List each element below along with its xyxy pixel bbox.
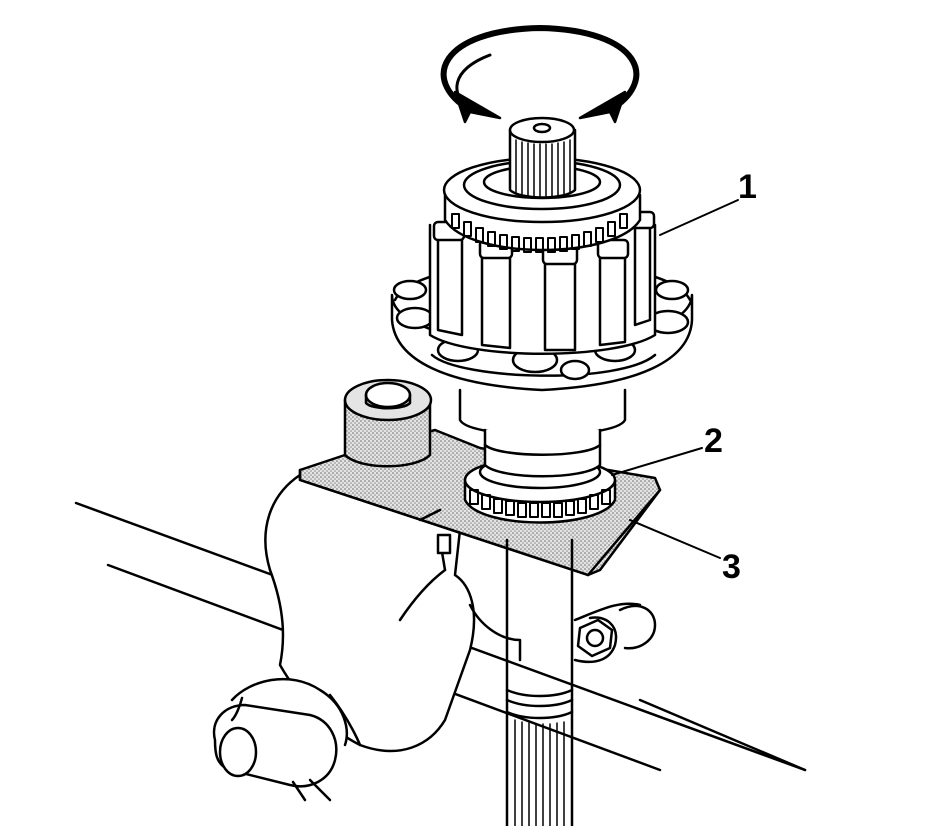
leader-lines [611,199,739,559]
axle-shaft [505,538,574,826]
callout-3: 3 [722,548,741,586]
support-block [343,378,433,468]
callout-2: 2 [704,422,723,460]
hub-neck [458,388,627,478]
lower-bracket [468,602,657,664]
rotation-arrow-icon [440,25,640,124]
callout-1: 1 [738,168,757,206]
vise-handle [212,677,348,802]
shaft-top [508,116,577,199]
